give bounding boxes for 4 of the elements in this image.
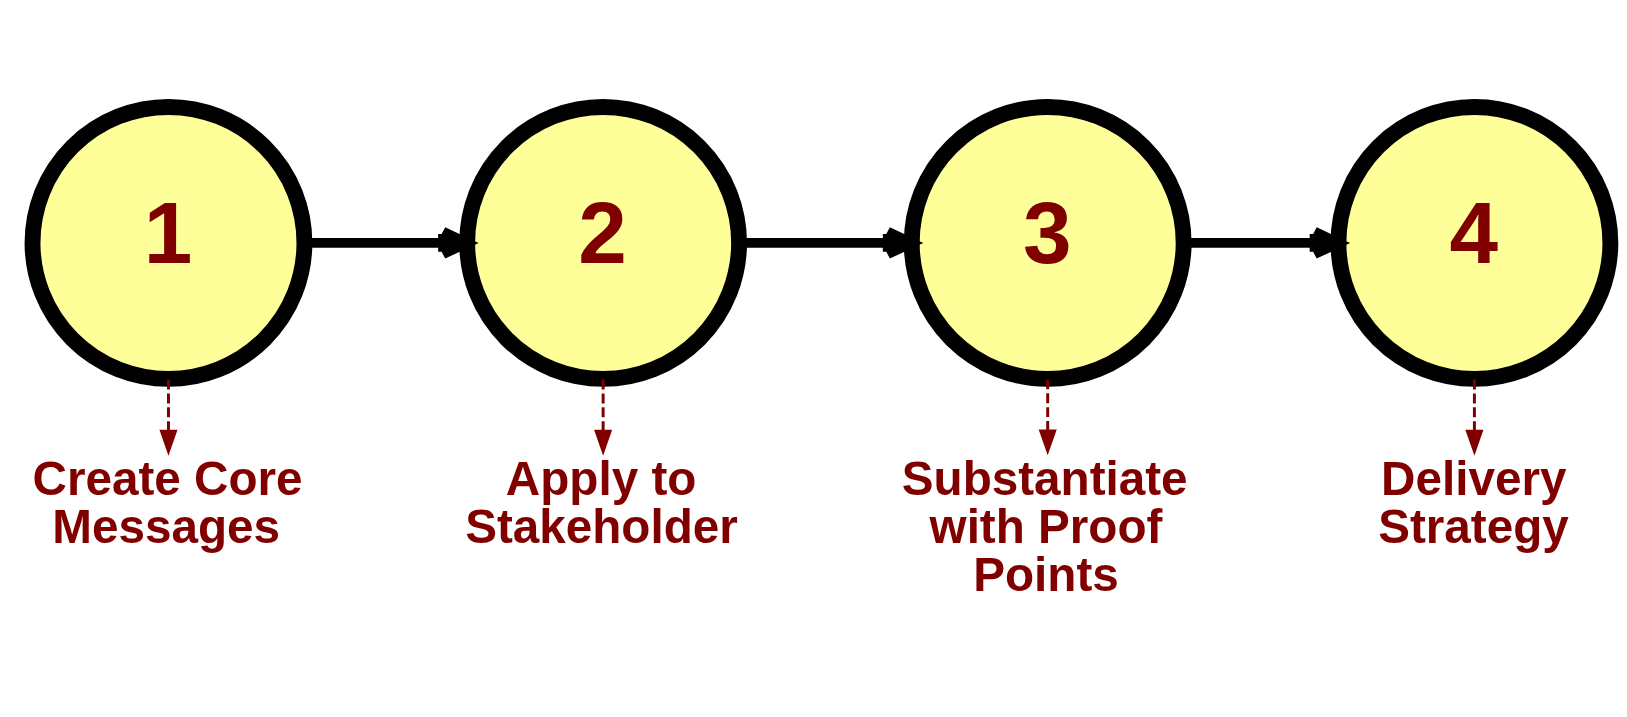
- node-text: Delivery Strategy: [1378, 452, 1569, 553]
- node-text: Create Core Messages: [32, 452, 303, 553]
- node-text: Substantiate with Proof Points: [901, 452, 1188, 601]
- node-text: Apply to Stakeholder: [465, 452, 738, 553]
